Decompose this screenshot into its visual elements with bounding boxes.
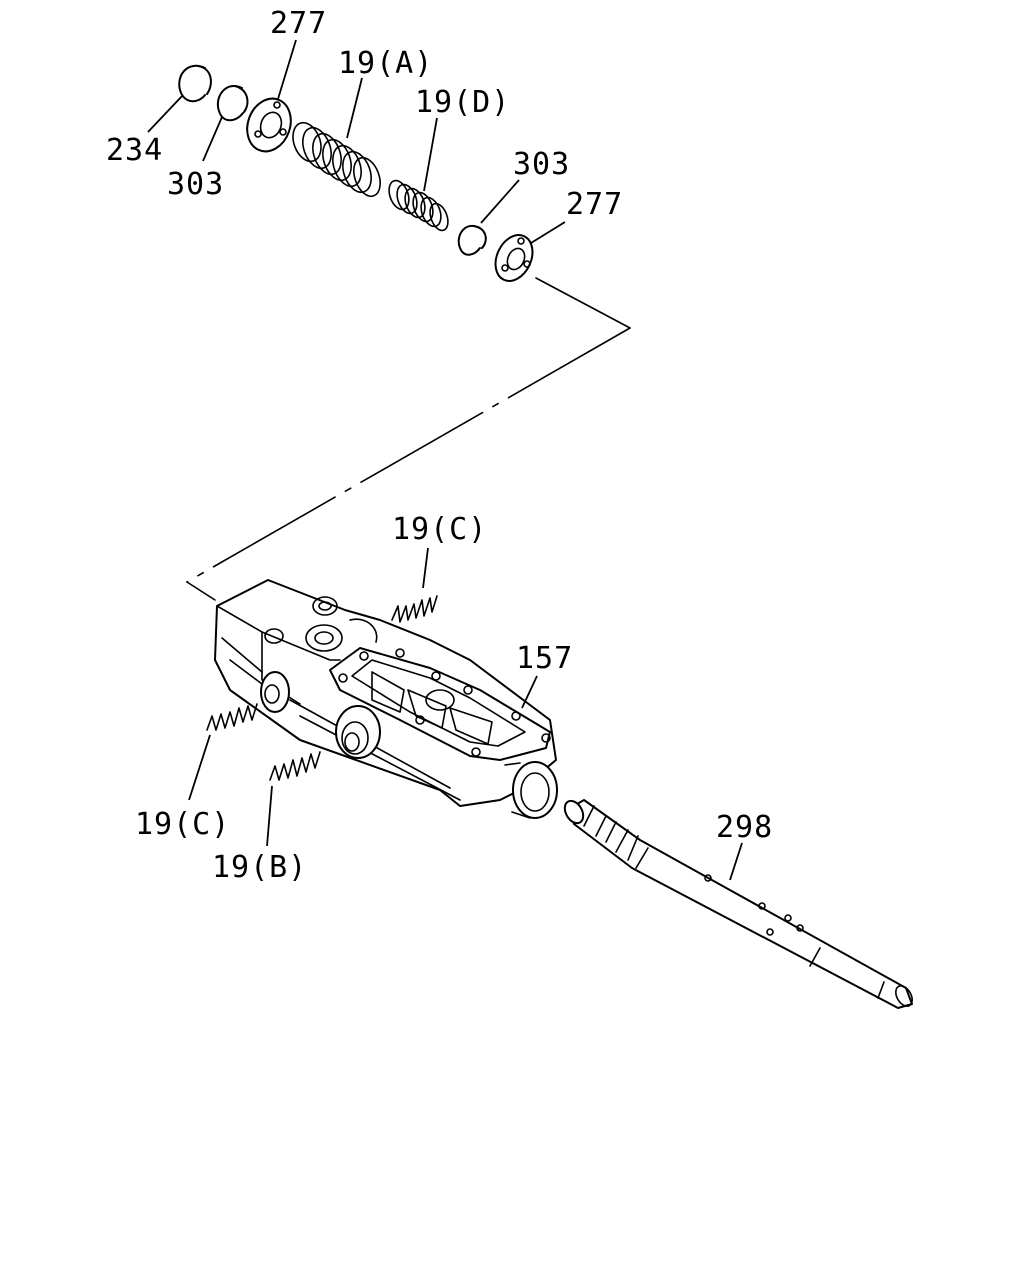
label-19b: 19(B): [212, 850, 307, 885]
spring-19b: [266, 751, 321, 847]
snap-ring-303-right: [457, 179, 520, 256]
retainer-277-right: [494, 221, 566, 282]
label-277-top: 277: [270, 6, 327, 41]
label-19d: 19(D): [415, 85, 510, 120]
label-157: 157: [516, 641, 573, 676]
valve-body-157: [214, 579, 558, 819]
spring-19d: [388, 117, 449, 232]
spring-19c-top: [391, 547, 438, 623]
snap-ring-234: [147, 64, 212, 133]
label-19c-left: 19(C): [135, 807, 230, 842]
shaft-298: [563, 799, 913, 1009]
label-303-top: 303: [167, 167, 224, 202]
retainer-277-top: [246, 39, 297, 153]
spring-19c-left: [188, 703, 258, 801]
spring-19a: [292, 77, 381, 198]
label-234: 234: [106, 133, 163, 168]
snap-ring-303-top: [202, 85, 249, 162]
label-277-right: 277: [566, 187, 623, 222]
assembly-centerline: [186, 277, 631, 601]
label-303-right: 303: [513, 147, 570, 182]
label-19c-top: 19(C): [392, 512, 487, 547]
label-298: 298: [716, 810, 773, 845]
label-19a: 19(A): [338, 46, 433, 81]
